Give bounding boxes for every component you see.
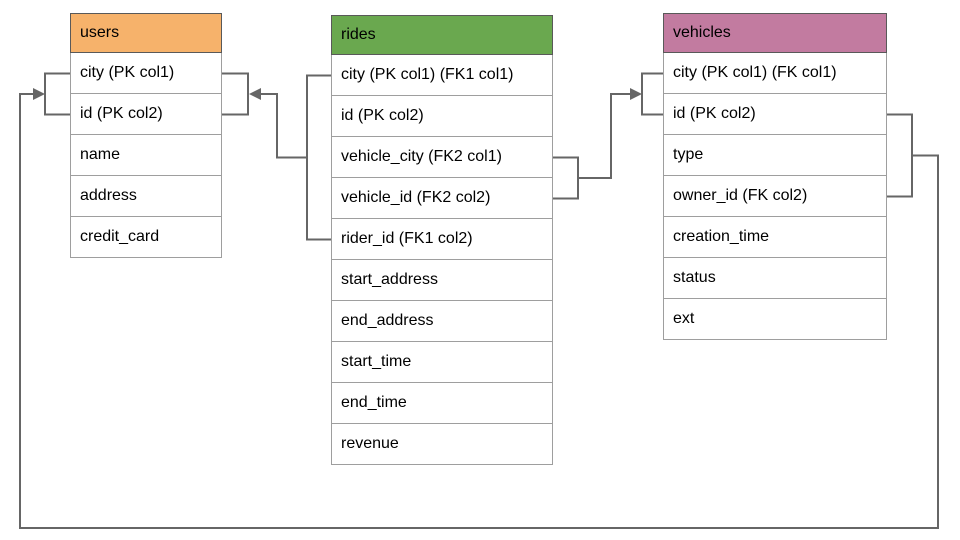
vehicles-users-arrowhead-icon	[33, 88, 45, 100]
column-label: start_address	[341, 271, 438, 288]
column-label: creation_time	[673, 228, 770, 245]
connector-vehicles-to-users	[19, 72, 939, 529]
table-vehicles-row: owner_id (FK col2)	[663, 176, 887, 217]
column-label: vehicle_city (FK2 col1)	[341, 148, 502, 165]
column-label: type	[673, 146, 704, 163]
vehicles-left-bracket-line	[641, 72, 663, 116]
column-label: vehicle_id (FK2 col2)	[341, 189, 491, 206]
column-label: name	[80, 146, 121, 163]
table-users-header: users	[70, 13, 222, 53]
table-rides: rides city (PK col1) (FK1 col1) id (PK col…	[331, 15, 553, 465]
rides-vehicles-arrowhead-icon	[630, 88, 642, 100]
column-label: ext	[673, 310, 695, 327]
table-rides-title: rides	[341, 26, 376, 43]
column-label: start_time	[341, 353, 412, 370]
table-users-title: users	[80, 24, 120, 41]
table-rides-row: vehicle_id (FK2 col2)	[331, 178, 553, 219]
connector-rides-to-vehicles	[553, 72, 663, 200]
table-vehicles-row: id (PK col2)	[663, 94, 887, 135]
column-label: credit_card	[80, 228, 160, 245]
column-label: city (PK col1) (FK col1)	[673, 64, 837, 81]
table-vehicles-header: vehicles	[663, 13, 887, 53]
table-rides-row: revenue	[331, 424, 553, 465]
column-label: owner_id (FK col2)	[673, 187, 808, 204]
connector-rides-to-users	[222, 72, 331, 241]
column-label: city (PK col1)	[80, 64, 175, 81]
vehicles-users-loop-line	[19, 93, 939, 529]
table-vehicles: vehicles city (PK col1) (FK col1) id (PK c…	[663, 13, 887, 340]
column-label: address	[80, 187, 137, 204]
column-label: city (PK col1) (FK1 col1)	[341, 66, 514, 83]
table-rides-row: start_time	[331, 342, 553, 383]
table-vehicles-row: type	[663, 135, 887, 176]
table-users: users city (PK col1) id (PK col2) name addre…	[70, 13, 222, 258]
table-rides-row: start_address	[331, 260, 553, 301]
rides-right-bracket-line	[553, 156, 579, 200]
column-label: revenue	[341, 435, 399, 452]
users-right-bracket-line	[222, 72, 249, 116]
table-rides-header: rides	[331, 15, 553, 55]
table-users-row: id (PK col2)	[70, 94, 222, 135]
column-label: status	[673, 269, 716, 286]
rides-users-arrowhead-icon	[249, 88, 261, 100]
column-label: end_time	[341, 394, 407, 411]
column-label: id (PK col2)	[341, 107, 424, 124]
table-vehicles-row: creation_time	[663, 217, 887, 258]
table-rides-row: vehicle_city (FK2 col1)	[331, 137, 553, 178]
table-users-row: address	[70, 176, 222, 217]
column-label: end_address	[341, 312, 434, 329]
table-users-row: name	[70, 135, 222, 176]
table-vehicles-row: status	[663, 258, 887, 299]
table-vehicles-title: vehicles	[673, 24, 731, 41]
users-left-bracket-line	[44, 72, 70, 116]
table-vehicles-row: city (PK col1) (FK col1)	[663, 53, 887, 94]
table-rides-row: id (PK col2)	[331, 96, 553, 137]
table-rides-row: rider_id (FK1 col2)	[331, 219, 553, 260]
table-rides-row: end_address	[331, 301, 553, 342]
table-users-row: credit_card	[70, 217, 222, 258]
vehicles-right-bracket-line	[887, 113, 913, 198]
column-label: rider_id (FK1 col2)	[341, 230, 473, 247]
rides-left-bracket-line	[306, 74, 331, 241]
column-label: id (PK col2)	[673, 105, 756, 122]
table-vehicles-row: ext	[663, 299, 887, 340]
table-users-row: city (PK col1)	[70, 53, 222, 94]
table-rides-row: city (PK col1) (FK1 col1)	[331, 55, 553, 96]
rides-vehicles-link-line	[578, 93, 630, 179]
column-label: id (PK col2)	[80, 105, 163, 122]
table-rides-row: end_time	[331, 383, 553, 424]
rides-users-link-line	[253, 93, 307, 159]
